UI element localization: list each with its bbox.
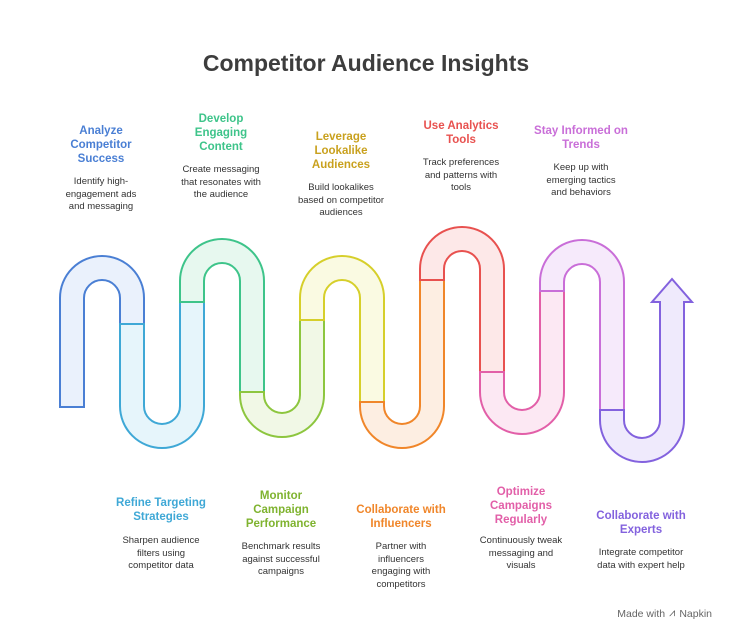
step-desc-analytics: Track preferences and patterns with tool… bbox=[422, 157, 500, 193]
wave-segment-monitor bbox=[239, 319, 325, 438]
step-title-develop: Develop Engaging Content bbox=[194, 113, 248, 153]
napkin-attribution[interactable]: Made with ⩘ Napkin bbox=[617, 607, 712, 620]
step-desc-analyze: Identify high- engagement ads and messag… bbox=[65, 176, 137, 212]
napkin-bolt-icon: ⩘ bbox=[669, 607, 676, 619]
napkin-brand-label: Napkin bbox=[679, 607, 712, 620]
wave-segment-analytics bbox=[419, 226, 505, 373]
wave-segment-leverage bbox=[299, 255, 385, 403]
step-desc-develop: Create messaging that resonates with the… bbox=[181, 164, 261, 200]
page-title: Competitor Audience Insights bbox=[202, 50, 530, 76]
step-title-trends: Stay Informed on Trends bbox=[534, 125, 628, 151]
step-title-monitor: Monitor Campaign Performance bbox=[245, 490, 317, 530]
step-title-analytics: Use Analytics Tools bbox=[423, 120, 499, 146]
wave-segment-refine bbox=[119, 301, 205, 449]
step-desc-experts: Integrate competitor data with expert he… bbox=[597, 547, 685, 571]
step-title-optimize: Optimize Campaigns Regularly bbox=[490, 486, 552, 526]
step-desc-leverage: Build lookalikes based on competitor aud… bbox=[297, 182, 385, 218]
step-title-leverage: Leverage Lookalike Audiences bbox=[311, 131, 371, 171]
step-title-influencers: Collaborate with Influencers bbox=[356, 504, 446, 530]
wave-segment-develop bbox=[179, 238, 265, 393]
wave-segment-analyze bbox=[59, 255, 145, 408]
wave-segment-influencers bbox=[359, 279, 445, 449]
step-desc-optimize: Continuously tweak messaging and visuals bbox=[479, 535, 563, 571]
step-title-experts: Collaborate with Experts bbox=[596, 510, 686, 536]
made-with-label: Made with bbox=[617, 607, 666, 620]
step-desc-influencers: Partner with influencers engaging with c… bbox=[371, 541, 431, 590]
wave-segment-experts-arrow bbox=[599, 277, 695, 463]
step-title-analyze: Analyze Competitor Success bbox=[70, 125, 132, 165]
wave-segment-trends bbox=[539, 239, 625, 411]
step-desc-trends: Keep up with emerging tactics and behavi… bbox=[546, 162, 616, 198]
step-title-refine: Refine Targeting Strategies bbox=[116, 497, 206, 523]
step-desc-monitor: Benchmark results against successful cam… bbox=[241, 541, 321, 577]
wave-segment-optimize bbox=[479, 290, 565, 435]
step-desc-refine: Sharpen audience filters using competito… bbox=[122, 535, 200, 571]
